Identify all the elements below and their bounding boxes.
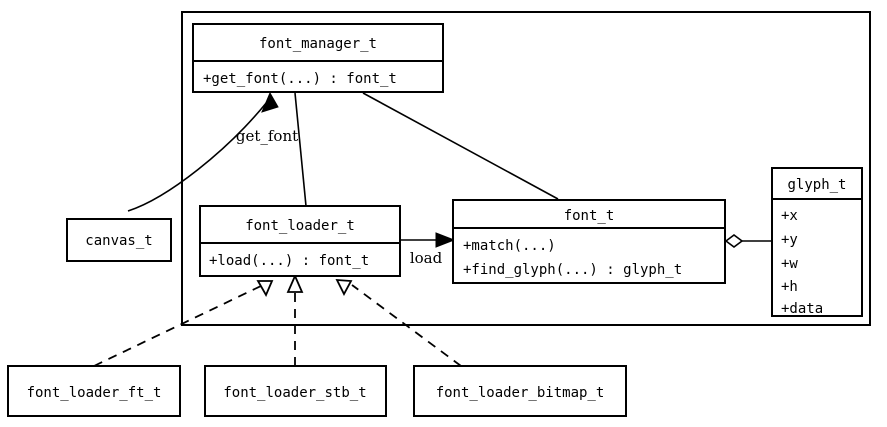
class-box-font-t[interactable]: font_t +match(...) +find_glyph(...) : gl… xyxy=(452,199,726,284)
class-name: font_loader_stb_t xyxy=(223,385,366,401)
class-box-glyph-t[interactable]: glyph_t +x +y +w +h +data xyxy=(771,167,863,317)
class-box-rect xyxy=(413,365,627,417)
arrowhead-load xyxy=(435,232,456,248)
class-member: +x xyxy=(781,208,798,224)
arrowhead-canvas-to-font-manager xyxy=(261,91,279,113)
class-member: +w xyxy=(781,256,798,272)
edge-font-loader-bitmap-to-font-loader xyxy=(351,284,462,367)
class-box-font-loader-t[interactable]: font_loader_t +load(...) : font_t xyxy=(199,205,401,277)
class-box-font-loader-stb-t[interactable]: font_loader_stb_t xyxy=(204,365,387,417)
edge-font-manager-to-font-t xyxy=(362,92,559,200)
class-member: +y xyxy=(781,232,798,248)
class-box-canvas-t[interactable]: canvas_t xyxy=(66,218,172,262)
class-name: font_t xyxy=(564,208,615,224)
class-name: canvas_t xyxy=(85,233,152,249)
class-box-rect xyxy=(452,199,726,284)
class-member: +h xyxy=(781,279,798,295)
class-box-rect xyxy=(66,218,172,262)
class-member: +get_font(...) : font_t xyxy=(203,71,397,87)
class-box-font-loader-bitmap-t[interactable]: font_loader_bitmap_t xyxy=(413,365,627,417)
class-box-rect xyxy=(199,205,401,277)
class-name: glyph_t xyxy=(787,177,846,193)
aggregation-diamond xyxy=(724,234,744,248)
class-member: +load(...) : font_t xyxy=(209,253,369,269)
edge-label-load: load xyxy=(410,249,443,267)
class-member: +data xyxy=(781,301,823,317)
class-box-rect xyxy=(192,23,444,93)
class-box-rect xyxy=(204,365,387,417)
class-name: font_loader_t xyxy=(245,218,355,234)
edge-canvas-to-font-manager xyxy=(127,101,268,212)
edge-label-get-font: get_font xyxy=(236,127,298,145)
class-name: font_manager_t xyxy=(259,36,377,52)
class-box-font-loader-ft-t[interactable]: font_loader_ft_t xyxy=(7,365,181,417)
edge-font-manager-to-font-loader xyxy=(294,92,307,207)
class-box-rect xyxy=(7,365,181,417)
realization-arrow-stb xyxy=(286,273,304,293)
class-member: +find_glyph(...) : glyph_t xyxy=(463,262,682,278)
class-box-rect xyxy=(771,167,863,317)
class-name: font_loader_bitmap_t xyxy=(436,385,605,401)
class-member: +match(...) xyxy=(463,238,556,254)
realization-arrow-bitmap xyxy=(335,278,353,296)
class-name: font_loader_ft_t xyxy=(27,385,162,401)
realization-arrow-ft xyxy=(256,280,274,298)
class-box-font-manager-t[interactable]: font_manager_t +get_font(...) : font_t xyxy=(192,23,444,93)
